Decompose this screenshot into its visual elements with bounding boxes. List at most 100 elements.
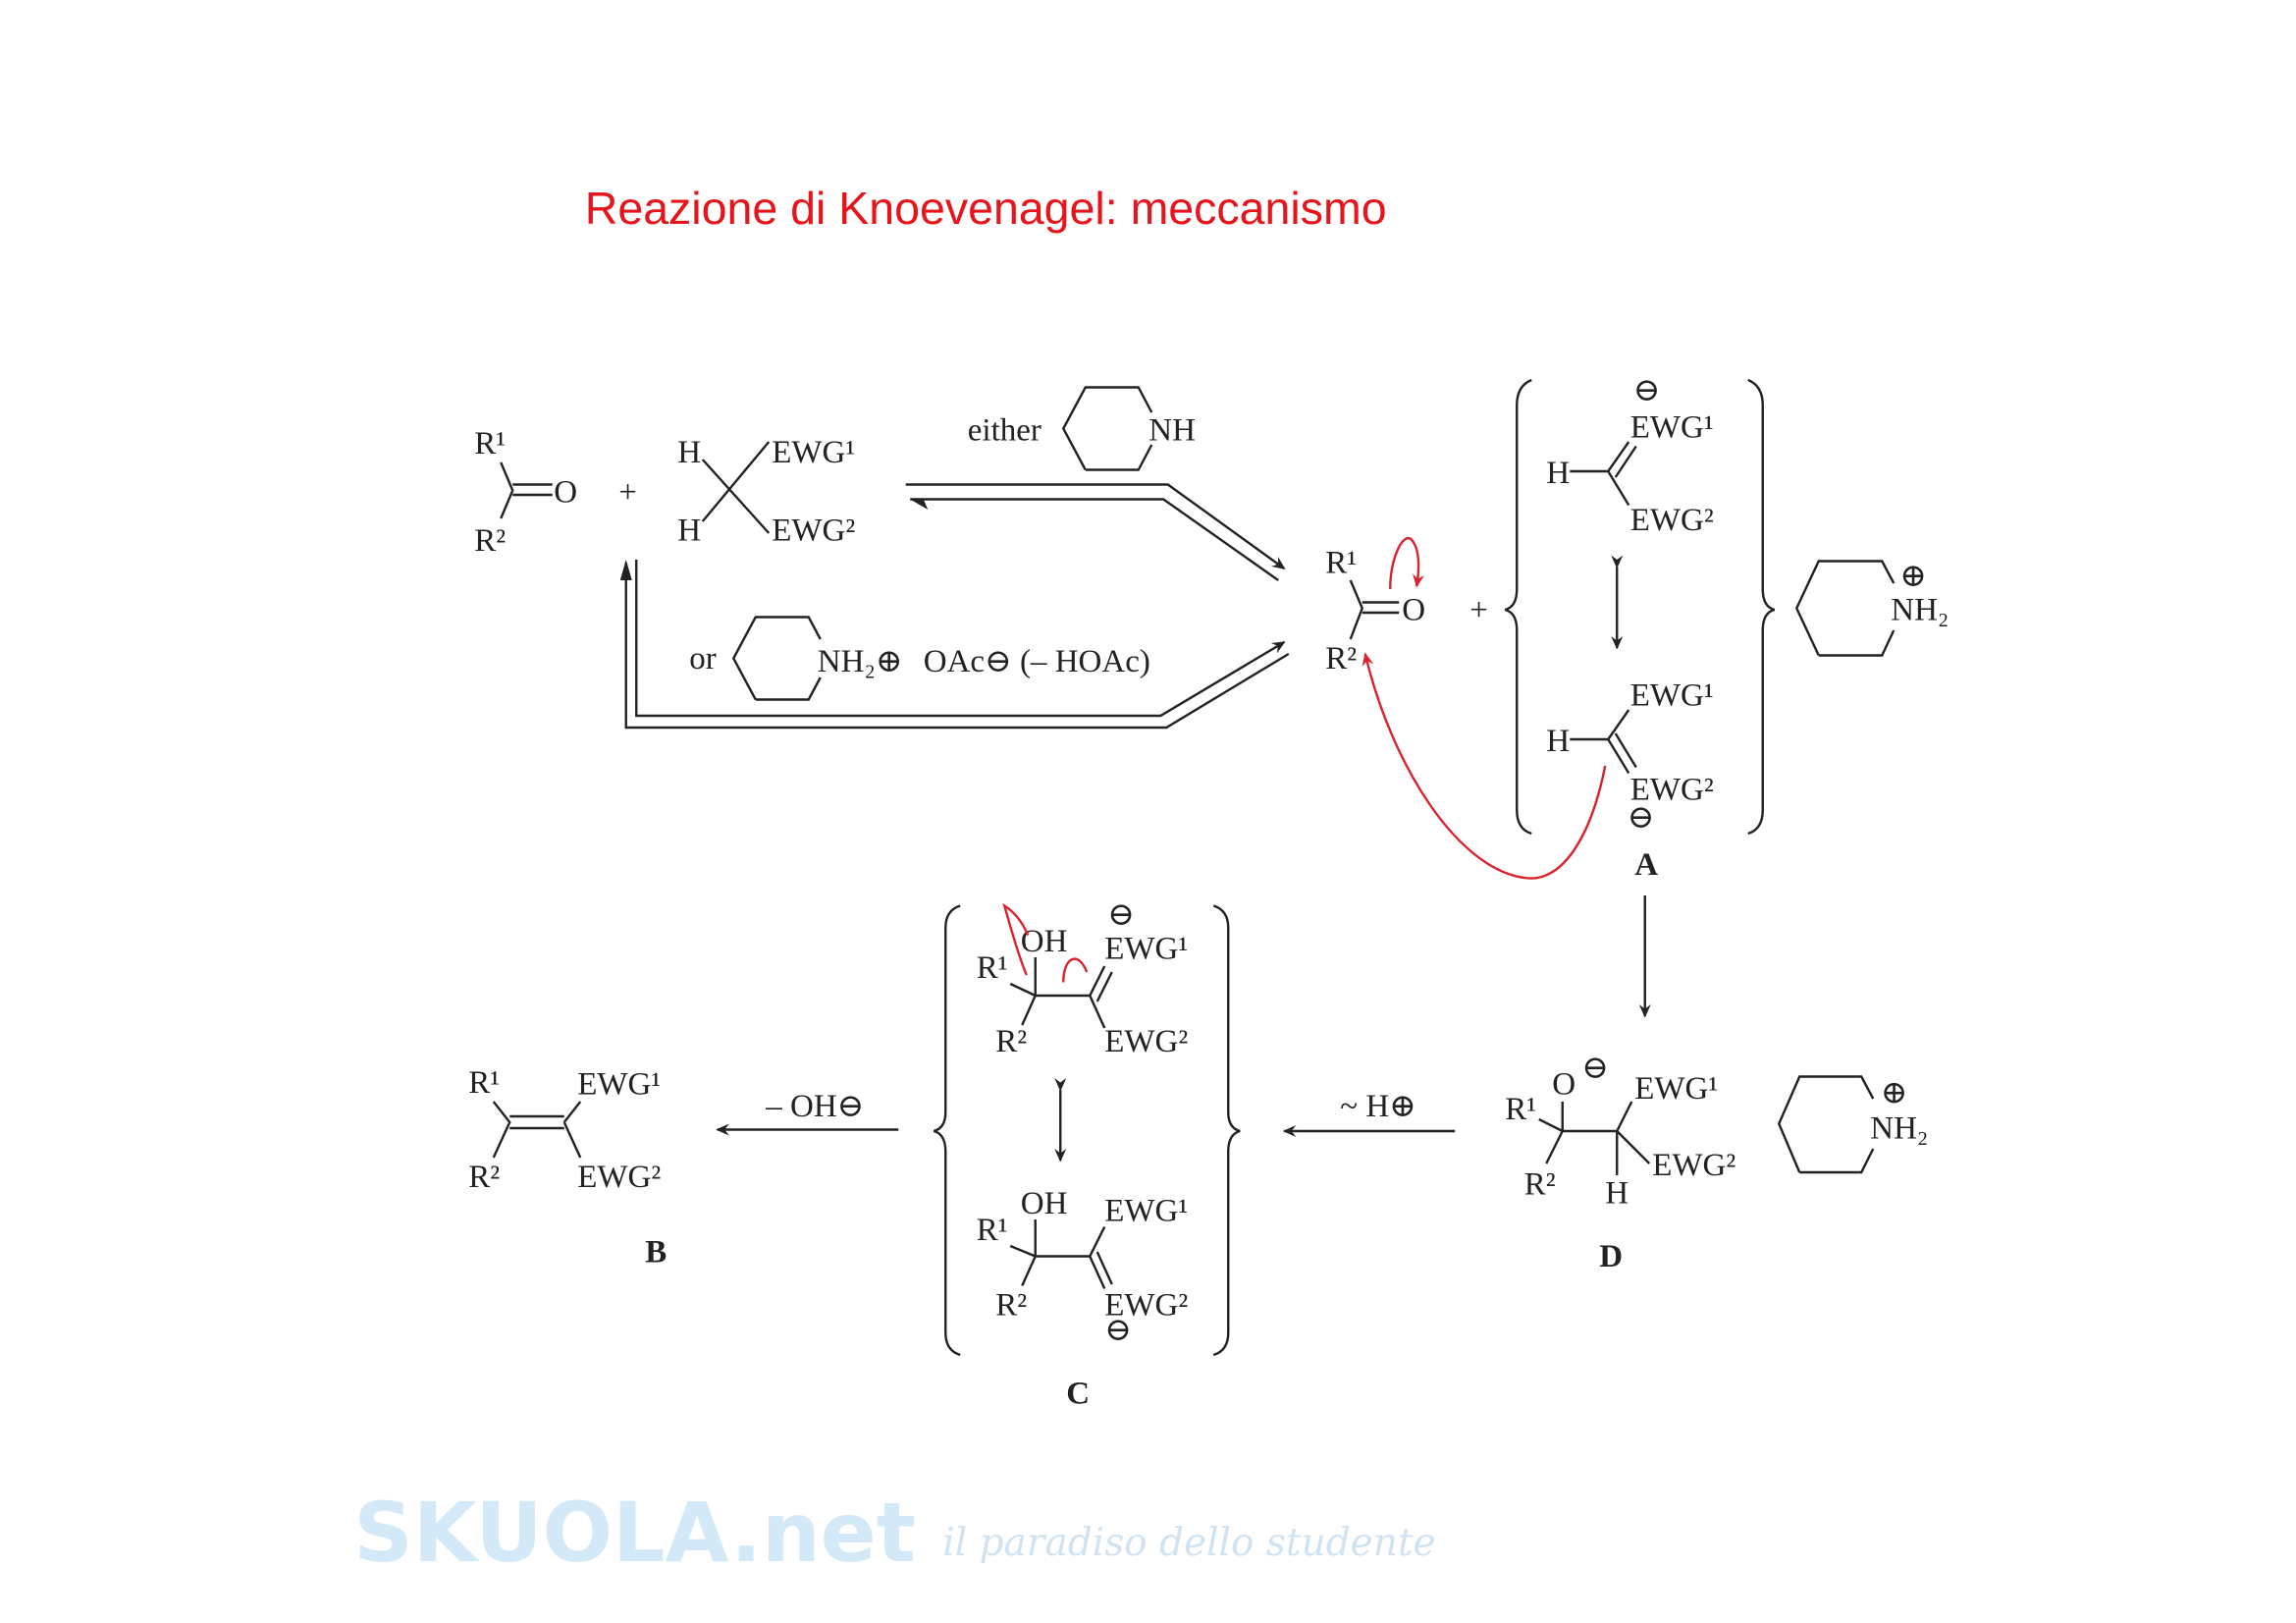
structure-label: ⊕ — [1899, 559, 1927, 594]
hydroxide-loss-label: – OH⊖ — [765, 1089, 864, 1124]
structure-label: EWG¹ — [1634, 1071, 1718, 1107]
structure-label: EWG¹ — [1630, 678, 1714, 714]
structure-label: R² — [474, 523, 506, 559]
structure-label: EWG² — [1104, 1288, 1188, 1324]
piperidinium-counterion-A: ⊕ NH₂ — [1794, 559, 1949, 657]
bond-line — [1538, 1101, 1651, 1175]
activated-carbonyl: R¹ R² O — [1325, 536, 1425, 676]
proton-transfer-label: ~ H⊕ — [1340, 1089, 1416, 1124]
electron-arrow-icon — [1002, 902, 1030, 976]
equilibrium-arrow-loop — [619, 560, 1290, 730]
bond-line — [1570, 441, 1637, 507]
product-B: R¹ EWG¹ R² EWG² — [468, 1065, 661, 1195]
structure-label: NH₂ — [1891, 593, 1949, 628]
structure-label: EWG² — [1104, 1024, 1188, 1059]
structure-label: EWG² — [1652, 1148, 1735, 1183]
watermark-logo: SKUOLA.net il paradiso dello studente — [353, 1485, 1435, 1581]
piperidinium-ring — [731, 616, 822, 701]
structure-label: EWG¹ — [1104, 932, 1188, 967]
bond-line — [910, 499, 929, 510]
alkoxide-D: R¹ O ⊖ EWG¹ R² H EWG² — [1505, 1051, 1735, 1212]
piperidine-ring — [1061, 386, 1153, 471]
enolate-resonance-bottom: EWG¹ H EWG² ⊖ — [1546, 678, 1714, 837]
reactant-carbonyl: R¹ R² O — [474, 426, 577, 559]
structure-label: ⊖ — [1104, 1313, 1132, 1348]
structure-label: EWG² — [1630, 503, 1714, 538]
bond-line — [1794, 560, 1896, 657]
watermark-brand: SKUOLA.net — [353, 1485, 916, 1581]
structure-label: R² — [1524, 1167, 1556, 1203]
structure-label: H — [1605, 1176, 1629, 1212]
bracket-left — [933, 904, 961, 1357]
reactant-methylene: H H EWG¹ EWG² — [677, 435, 855, 549]
structure-label: NH₂ — [1870, 1111, 1928, 1147]
structure-label: R² — [995, 1288, 1027, 1324]
bond-line — [1570, 709, 1637, 775]
bond-line — [905, 483, 1286, 569]
acetate-label: OAc⊖ (– HOAc) — [924, 644, 1150, 679]
bond-line — [635, 560, 1286, 718]
structure-label: R² — [1325, 641, 1357, 676]
bond-line — [500, 461, 514, 519]
plus-sign: + — [1469, 593, 1488, 628]
enolate-C-bottom: OH R¹ EWG¹ R² EWG² ⊖ — [977, 1186, 1189, 1348]
enolate-resonance-top: ⊖ EWG¹ H EWG² — [1546, 373, 1714, 538]
structure-label: EWG¹ — [577, 1067, 661, 1103]
or-label: or — [689, 641, 717, 676]
bond-line — [910, 498, 1279, 581]
structure-label: R¹ — [1505, 1092, 1536, 1127]
bond-line — [1362, 601, 1400, 615]
piperidinium-label: NH₂⊕ — [818, 644, 903, 679]
bond-line — [492, 1101, 582, 1159]
bond-line — [1009, 957, 1113, 1029]
structure-label: OH — [1021, 924, 1068, 959]
structure-label: R¹ — [977, 1213, 1008, 1248]
structure-label: EWG² — [772, 514, 855, 549]
electron-arrow-icon — [1389, 536, 1425, 590]
enolate-C-top: R¹ OH ⊖ EWG¹ R² EWG² — [977, 897, 1189, 1059]
bond-line — [1349, 579, 1364, 640]
piperidine-nh: NH — [1148, 413, 1196, 449]
electron-arrow-icon — [1062, 957, 1089, 983]
structure-label: O — [1552, 1067, 1575, 1103]
equilibrium-arrow — [905, 483, 1286, 581]
structure-label: R² — [468, 1160, 500, 1195]
structure-label: ⊕ — [1881, 1076, 1908, 1111]
bracket-right — [1212, 904, 1241, 1357]
bond-line — [1009, 1219, 1113, 1289]
label-C: C — [1066, 1377, 1090, 1412]
structure-label: O — [554, 475, 577, 511]
structure-label: R¹ — [468, 1065, 500, 1101]
electron-arrow-icon — [1362, 652, 1607, 880]
structure-label: ⊖ — [1628, 800, 1655, 836]
structure-label: O — [1402, 593, 1425, 628]
watermark-tagline: il paradiso dello studente — [942, 1521, 1435, 1565]
structure-label: H — [677, 514, 701, 549]
structure-label: H — [677, 435, 701, 470]
piperidinium-counterion-D: ⊕ NH₂ — [1777, 1075, 1928, 1174]
structure-label: H — [1546, 456, 1570, 491]
structure-label: R¹ — [1325, 546, 1357, 581]
label-B: B — [645, 1235, 667, 1271]
bracket-right — [1747, 378, 1776, 836]
structure-label: EWG¹ — [1630, 410, 1714, 446]
structure-label: H — [1546, 724, 1570, 759]
structure-label: ⊖ — [1581, 1051, 1609, 1086]
label-D: D — [1599, 1239, 1623, 1274]
label-A: A — [1634, 847, 1658, 883]
structure-label: ⊖ — [1633, 373, 1661, 408]
plus-sign: + — [618, 475, 637, 511]
bond-line — [512, 483, 553, 497]
bond-line — [701, 441, 771, 534]
bond-line — [619, 560, 632, 580]
structure-label: ⊖ — [1107, 897, 1135, 933]
page-title: Reazione di Knoevenagel: meccanismo — [585, 183, 1387, 234]
structure-label: EWG² — [1630, 773, 1714, 808]
bond-line — [624, 563, 1290, 730]
bracket-left — [1504, 378, 1532, 836]
structure-label: EWG¹ — [1104, 1194, 1188, 1229]
structure-label: R¹ — [977, 950, 1008, 986]
either-label: either — [968, 413, 1041, 449]
structure-label: EWG¹ — [772, 435, 855, 470]
